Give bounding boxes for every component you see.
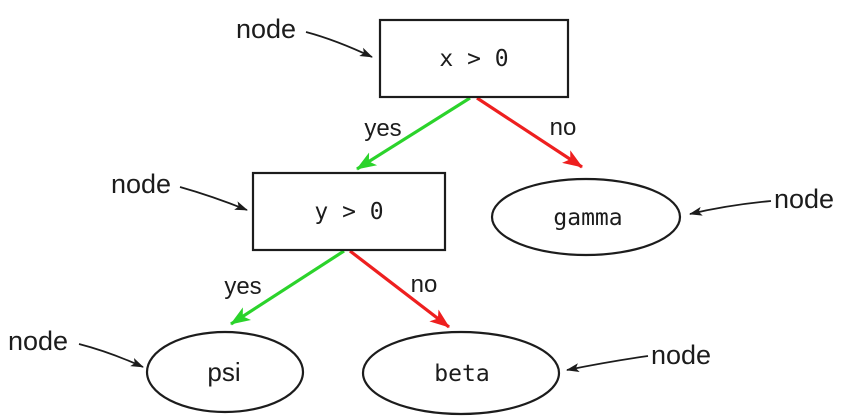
annotation-label-root: node bbox=[236, 14, 296, 44]
node-root-label: x > 0 bbox=[439, 46, 508, 72]
node-gamma-label: gamma bbox=[553, 205, 622, 231]
annotation-label-psi: node bbox=[8, 326, 68, 356]
annotation-arrow-child bbox=[179, 186, 248, 211]
edge-root-no bbox=[476, 96, 583, 169]
node-root-box bbox=[378, 18, 570, 99]
node-psi-ellipse bbox=[145, 330, 305, 414]
annotation-label-gamma: node bbox=[774, 184, 834, 214]
edge-label-child-yes: yes bbox=[224, 273, 261, 300]
edge-label-child-no: no bbox=[411, 271, 438, 298]
edge-root-yes bbox=[356, 96, 471, 171]
node-beta-label: beta bbox=[434, 361, 489, 387]
edge-child-no bbox=[349, 249, 450, 329]
edge-label-root-yes: yes bbox=[364, 115, 401, 142]
node-psi-label: psi bbox=[207, 357, 240, 387]
annotation-arrow-beta bbox=[566, 355, 649, 373]
annotation-label-beta: node bbox=[651, 340, 711, 370]
edge-label-root-no: no bbox=[550, 114, 577, 141]
node-gamma-ellipse bbox=[490, 177, 682, 257]
annotation-arrow-psi bbox=[78, 343, 144, 368]
node-child-label: y > 0 bbox=[314, 199, 383, 225]
node-child-box bbox=[251, 171, 447, 252]
annotation-label-child: node bbox=[111, 169, 171, 199]
edge-child-yes bbox=[230, 249, 345, 326]
annotation-arrow-root bbox=[305, 31, 373, 58]
node-beta-ellipse bbox=[361, 330, 561, 416]
annotation-arrow-gamma bbox=[689, 200, 772, 216]
